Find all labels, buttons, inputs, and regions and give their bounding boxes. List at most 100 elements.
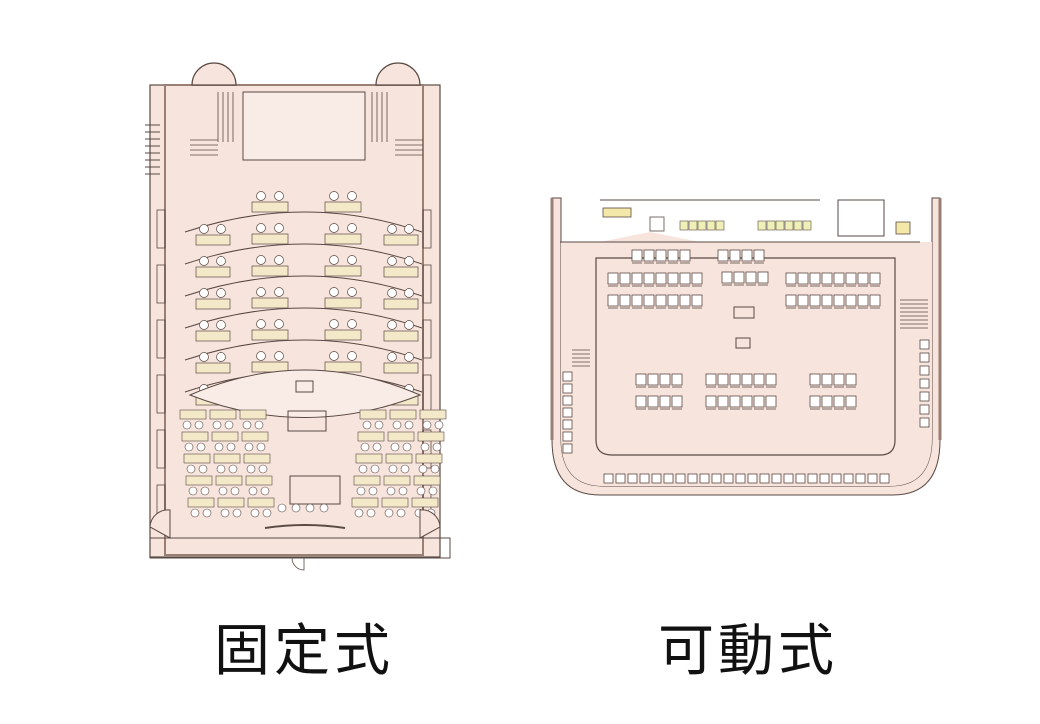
seat [404,352,414,362]
seat [182,420,192,430]
seat [228,464,238,474]
perimeter-seat [699,473,710,484]
desk [209,409,237,420]
perimeter-seat [759,473,770,484]
perimeter-seat [919,365,930,376]
desk [251,329,289,341]
perimeter-seat [562,443,573,454]
chair [705,395,717,408]
seat [199,256,209,266]
desk [243,453,271,464]
seat [358,464,368,474]
desk [359,409,387,420]
seat [198,464,208,474]
seat [216,352,226,362]
console [757,220,767,231]
seat [329,319,339,329]
desk [195,298,231,310]
desk [385,453,413,464]
chair [655,249,667,262]
chair [757,271,769,284]
desk [387,431,415,442]
console [793,220,803,231]
tower-left [191,62,237,86]
perimeter-seat [651,473,662,484]
chair [809,272,821,285]
side-room [837,199,885,237]
chair [809,395,821,408]
seat [216,464,226,474]
chair [765,373,777,386]
desk [251,201,289,213]
rear-bar [264,524,346,529]
seat [260,486,270,496]
perimeter-seat [879,473,890,484]
desk [351,497,379,508]
perimeter-seat [562,371,573,382]
seat [329,351,339,361]
window-left [156,429,166,469]
movable-seating-caption: 可動式 [658,619,838,684]
seat [256,287,266,297]
seat [232,508,242,518]
chair [671,395,683,408]
desk [411,497,439,508]
seat [291,503,301,513]
chair [643,249,655,262]
desk [324,265,362,277]
chair [729,395,741,408]
desk [353,475,381,486]
chair [647,373,659,386]
chair [631,272,643,285]
desk [357,431,385,442]
perimeter-seat [831,473,842,484]
console [688,220,698,231]
window-right [422,264,432,304]
seat [199,320,209,330]
desk [239,409,267,420]
desk [245,475,273,486]
seat [387,224,397,234]
perimeter-seat [687,473,698,484]
perimeter-seat [723,473,734,484]
tower-right [375,62,421,86]
perimeter-seat [562,407,573,418]
seat [392,420,402,430]
seat [250,508,260,518]
desk [324,361,362,373]
chair [655,272,667,285]
seat [216,320,226,330]
seat [404,420,414,430]
perimeter-seat [771,473,782,484]
window-left [156,319,166,359]
booth [649,216,665,232]
perimeter-seat [562,419,573,430]
desk [213,453,241,464]
perimeter-seat [562,383,573,394]
seat [347,319,357,329]
chair [679,272,691,285]
seat [199,352,209,362]
perimeter-seat [819,473,830,484]
seat [354,508,364,518]
seat [319,503,329,513]
chair [679,294,691,307]
desk [183,453,211,464]
desk [383,330,419,342]
desk [383,266,419,278]
console [802,220,812,231]
chair [821,272,833,285]
seat [274,223,284,233]
seat [404,256,414,266]
perimeter-seat [919,417,930,428]
desk [241,431,269,442]
seat [418,464,428,474]
inner-floor [595,257,896,456]
chair [667,249,679,262]
seat [347,287,357,297]
movable-seating-floor-plan [550,197,942,496]
chair [821,373,833,386]
perimeter-seat [855,473,866,484]
console [697,220,707,231]
chair [729,249,741,262]
